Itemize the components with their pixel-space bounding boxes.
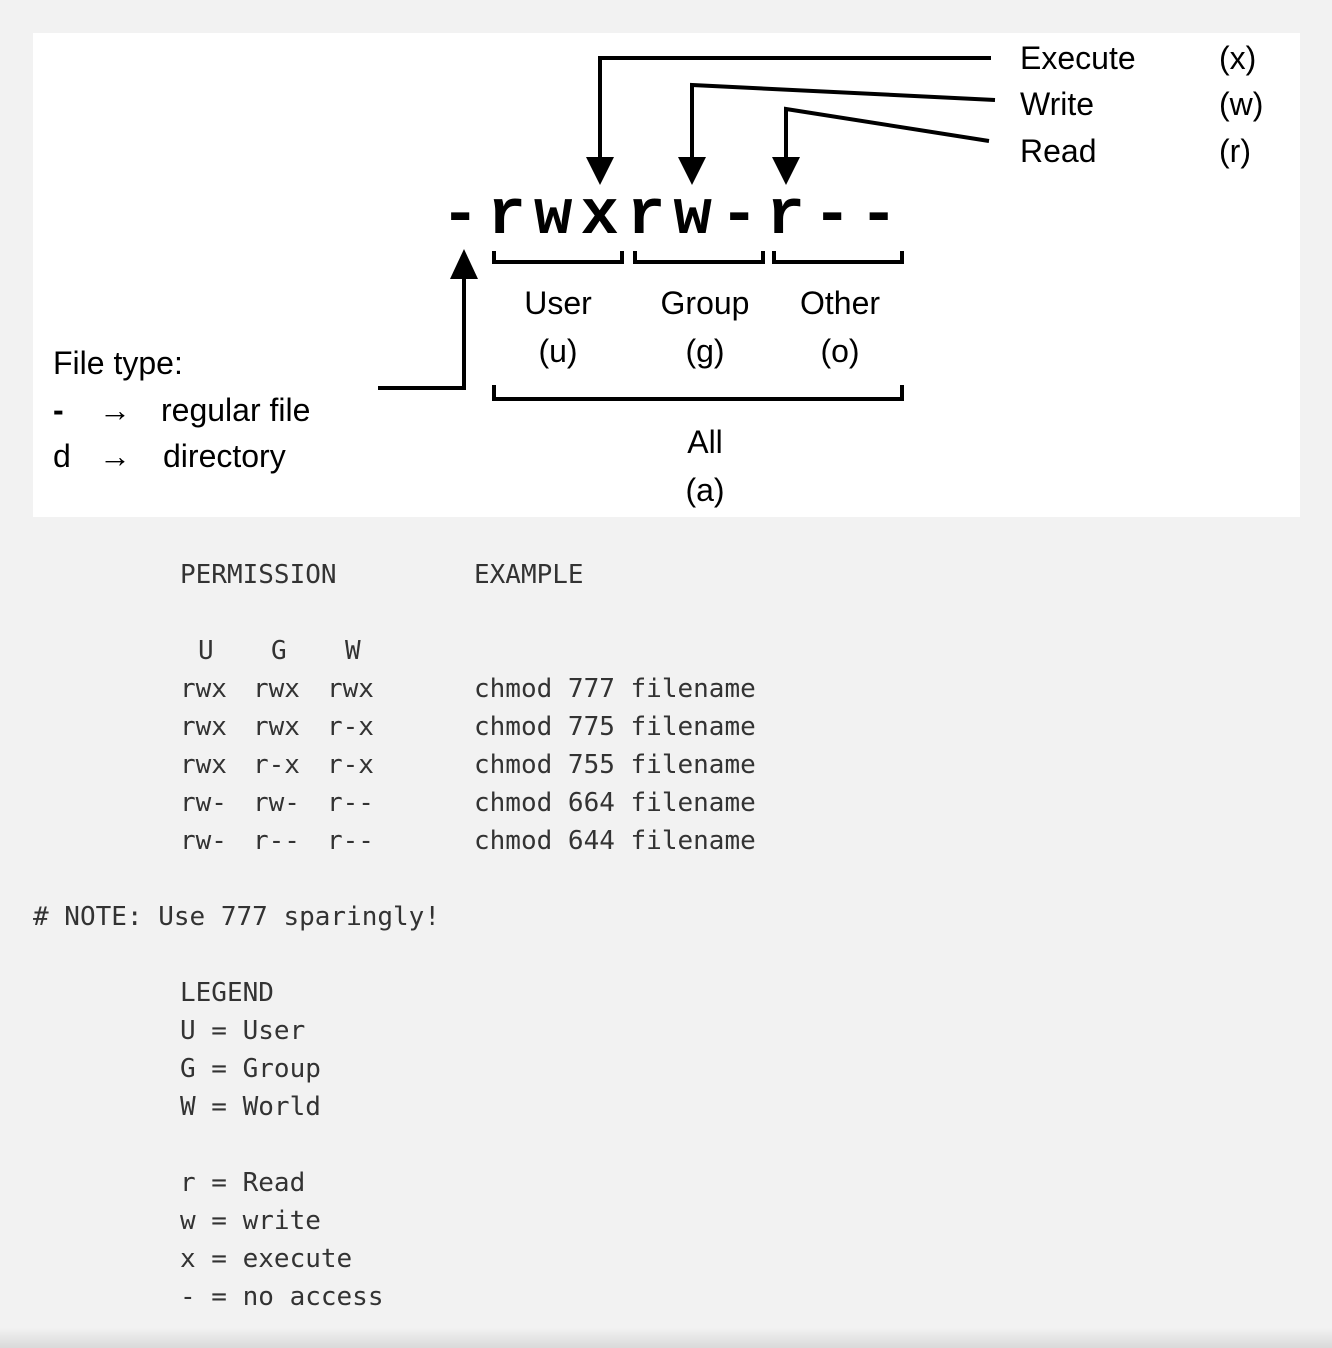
other-abbr: (o) bbox=[820, 333, 859, 369]
execute-letter: (x) bbox=[1219, 40, 1256, 76]
permission-char: - bbox=[441, 181, 479, 253]
arrow-down-icon bbox=[586, 157, 614, 185]
permission-char: x bbox=[581, 181, 619, 253]
permission-char: - bbox=[720, 181, 758, 253]
other-bracket bbox=[772, 251, 904, 264]
example-cell: chmod 755 filename bbox=[474, 750, 756, 780]
write-connector bbox=[678, 82, 996, 185]
write-letter: (w) bbox=[1219, 86, 1263, 122]
file-type-connector bbox=[378, 249, 478, 390]
group-perm-cell: r-- bbox=[253, 826, 300, 856]
world-perm-cell: r-- bbox=[327, 788, 374, 818]
example-cell: chmod 664 filename bbox=[474, 788, 756, 818]
legend-item: W = World bbox=[180, 1092, 321, 1122]
g-column-header: G bbox=[271, 636, 287, 666]
arrow-up-icon bbox=[450, 249, 478, 279]
group-perm-cell: r-x bbox=[253, 750, 300, 780]
user-perm-cell: rwx bbox=[180, 750, 227, 780]
right-arrow-icon: → bbox=[99, 438, 131, 474]
world-perm-cell: r-x bbox=[327, 750, 374, 780]
user-bracket bbox=[492, 251, 624, 264]
user-perm-cell: rwx bbox=[180, 674, 227, 704]
group-abbr: (g) bbox=[685, 333, 724, 369]
all-label: All bbox=[687, 424, 723, 460]
arrow-down-icon bbox=[678, 157, 706, 185]
u-column-header: U bbox=[198, 636, 214, 666]
example-cell: chmod 644 filename bbox=[474, 826, 756, 856]
permission-char: w bbox=[674, 181, 713, 253]
permission-char: w bbox=[534, 181, 573, 253]
all-bracket bbox=[492, 385, 904, 401]
permission-char: r bbox=[488, 181, 526, 253]
file-type-meaning: regular file bbox=[161, 392, 310, 428]
permission-char: r bbox=[627, 181, 665, 253]
legend-title: LEGEND bbox=[180, 978, 274, 1008]
execute-connector bbox=[586, 56, 991, 185]
group-perm-cell: rwx bbox=[253, 674, 300, 704]
file-type-symbol: - bbox=[53, 392, 64, 428]
permission-char: r bbox=[767, 181, 805, 253]
file-type-symbol: d bbox=[53, 438, 71, 474]
example-header: EXAMPLE bbox=[474, 560, 584, 590]
user-label: User bbox=[524, 285, 592, 321]
permission-header: PERMISSION bbox=[180, 560, 337, 590]
read-label: Read bbox=[1020, 133, 1097, 169]
permission-char: - bbox=[813, 181, 851, 253]
group-perm-cell: rwx bbox=[253, 712, 300, 742]
read-letter: (r) bbox=[1219, 133, 1251, 169]
permission-char: - bbox=[860, 181, 898, 253]
all-abbr: (a) bbox=[685, 472, 724, 508]
example-cell: chmod 777 filename bbox=[474, 674, 756, 704]
world-perm-cell: rwx bbox=[327, 674, 374, 704]
world-perm-cell: r-x bbox=[327, 712, 374, 742]
group-label: Group bbox=[661, 285, 750, 321]
read-connector bbox=[772, 106, 990, 185]
execute-label: Execute bbox=[1020, 40, 1136, 76]
w-column-header: W bbox=[345, 636, 361, 666]
legend-item: w = write bbox=[180, 1206, 321, 1236]
file-type-title: File type: bbox=[53, 345, 183, 381]
legend-item: x = execute bbox=[180, 1244, 353, 1274]
group-bracket bbox=[633, 251, 765, 264]
right-arrow-icon: → bbox=[99, 392, 131, 428]
group-perm-cell: rw- bbox=[253, 788, 300, 818]
user-perm-cell: rw- bbox=[180, 826, 227, 856]
user-perm-cell: rw- bbox=[180, 788, 227, 818]
file-type-meaning: directory bbox=[163, 438, 286, 474]
arrow-down-icon bbox=[772, 157, 800, 185]
legend-item: G = Group bbox=[180, 1054, 321, 1084]
legend-item: - = no access bbox=[180, 1282, 384, 1312]
example-cell: chmod 775 filename bbox=[474, 712, 756, 742]
note-text: # NOTE: Use 777 sparingly! bbox=[33, 902, 440, 932]
other-label: Other bbox=[800, 285, 880, 321]
legend-item: U = User bbox=[180, 1016, 306, 1046]
user-perm-cell: rwx bbox=[180, 712, 227, 742]
bottom-edge bbox=[0, 1328, 1332, 1348]
write-label: Write bbox=[1020, 86, 1094, 122]
user-abbr: (u) bbox=[538, 333, 577, 369]
world-perm-cell: r-- bbox=[327, 826, 374, 856]
legend-item: r = Read bbox=[180, 1168, 306, 1198]
